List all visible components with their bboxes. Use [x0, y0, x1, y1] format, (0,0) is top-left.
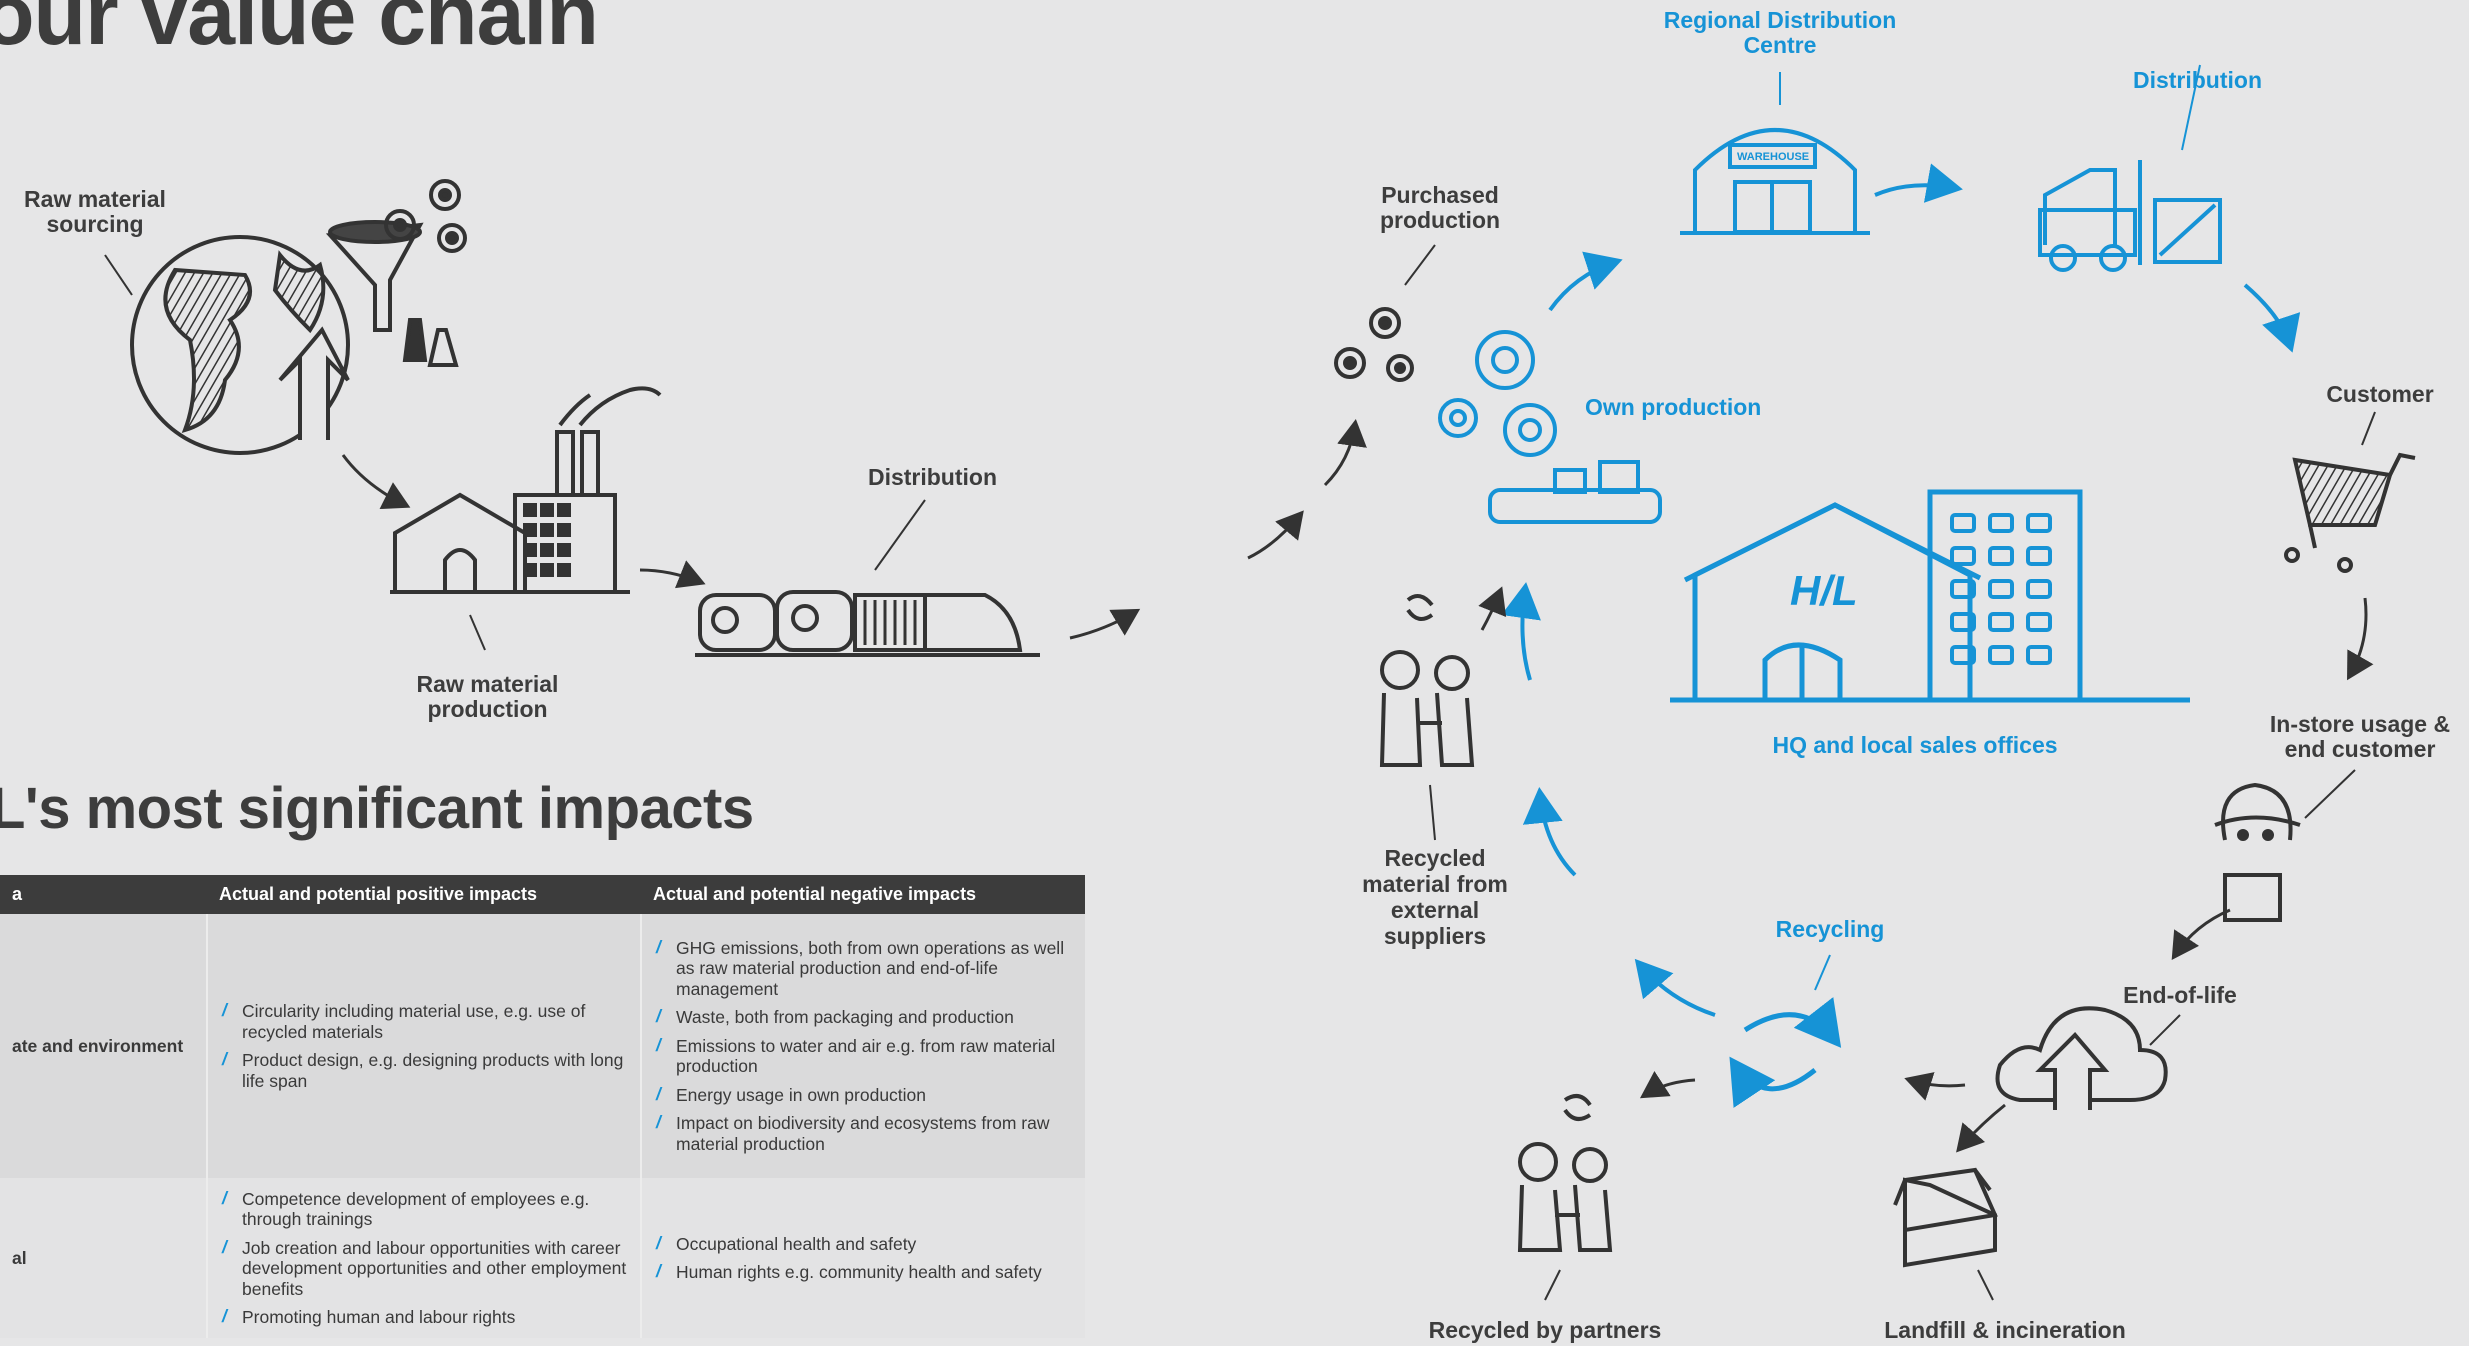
warehouse-sign: WAREHOUSE [1737, 151, 1809, 163]
row-negative: Occupational health and safety Human rig… [640, 1178, 1085, 1339]
table-row: al Competence development of employees e… [0, 1178, 1085, 1339]
list-item: Occupational health and safety [654, 1233, 1077, 1254]
label-regional-distribution-centre: Regional Distribution Centre [1663, 7, 1897, 58]
label-distribution-left: Distribution [867, 464, 998, 490]
label-landfill-incineration: Landfill & incineration [1884, 1317, 2126, 1343]
list-item: Impact on biodiversity and ecosystems fr… [654, 1112, 1077, 1154]
label-end-of-life: End-of-life [2123, 982, 2237, 1008]
list-item: Human rights e.g. community health and s… [654, 1261, 1077, 1282]
label-raw-material-sourcing: Raw material sourcing [24, 186, 166, 237]
value-chain-title: our value chain [0, 0, 599, 63]
recycling-icon [1729, 997, 1842, 1108]
purchased-gears-icon [1334, 307, 1414, 382]
list-item: Emissions to water and air e.g. from raw… [654, 1035, 1077, 1077]
label-recycled-material: Recycled material from external supplier… [1362, 845, 1508, 949]
impacts-table: a Actual and potential positive impacts … [0, 875, 1085, 1339]
hq-logo: H/L [1790, 567, 1858, 614]
warehouse-icon [1680, 128, 1870, 235]
forklift-icon [2038, 160, 2222, 272]
train-icon [695, 590, 1040, 657]
list-item: Energy usage in own production [654, 1084, 1077, 1105]
label-recycling: Recycling [1775, 916, 1885, 942]
row-area: ate and environment [0, 914, 207, 1179]
row-negative: GHG emissions, both from own operations … [640, 914, 1085, 1179]
hq-building-icon [1670, 489, 2190, 703]
label-in-store-usage: In-store usage & end customer [2269, 711, 2451, 762]
shopping-cart-icon [2284, 452, 2416, 573]
list-item: Competence development of employees e.g.… [220, 1188, 632, 1230]
handshake-suppliers-icon [1379, 594, 1475, 767]
table-row: ate and environment Circularity includin… [0, 914, 1085, 1179]
handshake-people-icon [1517, 1094, 1613, 1252]
row-positive: Circularity including material use, e.g.… [206, 914, 641, 1179]
label-hq: HQ and local sales offices [1772, 732, 2058, 758]
header-negative: Actual and potential negative impacts [641, 875, 1085, 915]
cardboard-box-icon [1893, 1167, 1998, 1268]
table-header-row: a Actual and potential positive impacts … [0, 875, 1085, 915]
row-area: al [0, 1178, 207, 1339]
row-positive: Competence development of employees e.g.… [206, 1178, 641, 1339]
header-positive: Actual and potential positive impacts [207, 875, 641, 915]
list-item: GHG emissions, both from own operations … [654, 937, 1077, 999]
list-item: Waste, both from packaging and productio… [654, 1006, 1077, 1027]
impacts-title: L's most significant impacts [0, 776, 754, 841]
label-customer: Customer [2326, 381, 2434, 407]
header-area: a [0, 875, 207, 915]
list-item: Job creation and labour opportunities wi… [220, 1237, 632, 1299]
list-item: Product design, e.g. designing products … [220, 1049, 632, 1091]
end-customer-icon [2214, 782, 2301, 922]
label-own-production: Own production [1585, 394, 1762, 420]
cloud-icon [1995, 1006, 2168, 1110]
factory-icon [390, 386, 662, 594]
label-raw-material-production: Raw material production [416, 671, 559, 722]
label-distribution-right: Distribution [2132, 67, 2263, 93]
funnel-gears-icon [325, 179, 467, 367]
label-purchased-production: Purchased production [1379, 182, 1501, 233]
own-production-gears-icon [1438, 330, 1662, 524]
list-item: Circularity including material use, e.g.… [220, 1000, 632, 1042]
list-item: Promoting human and labour rights [220, 1306, 632, 1327]
label-recycled-by-partners: Recycled by partners [1428, 1317, 1662, 1343]
globe-icon [130, 235, 350, 455]
